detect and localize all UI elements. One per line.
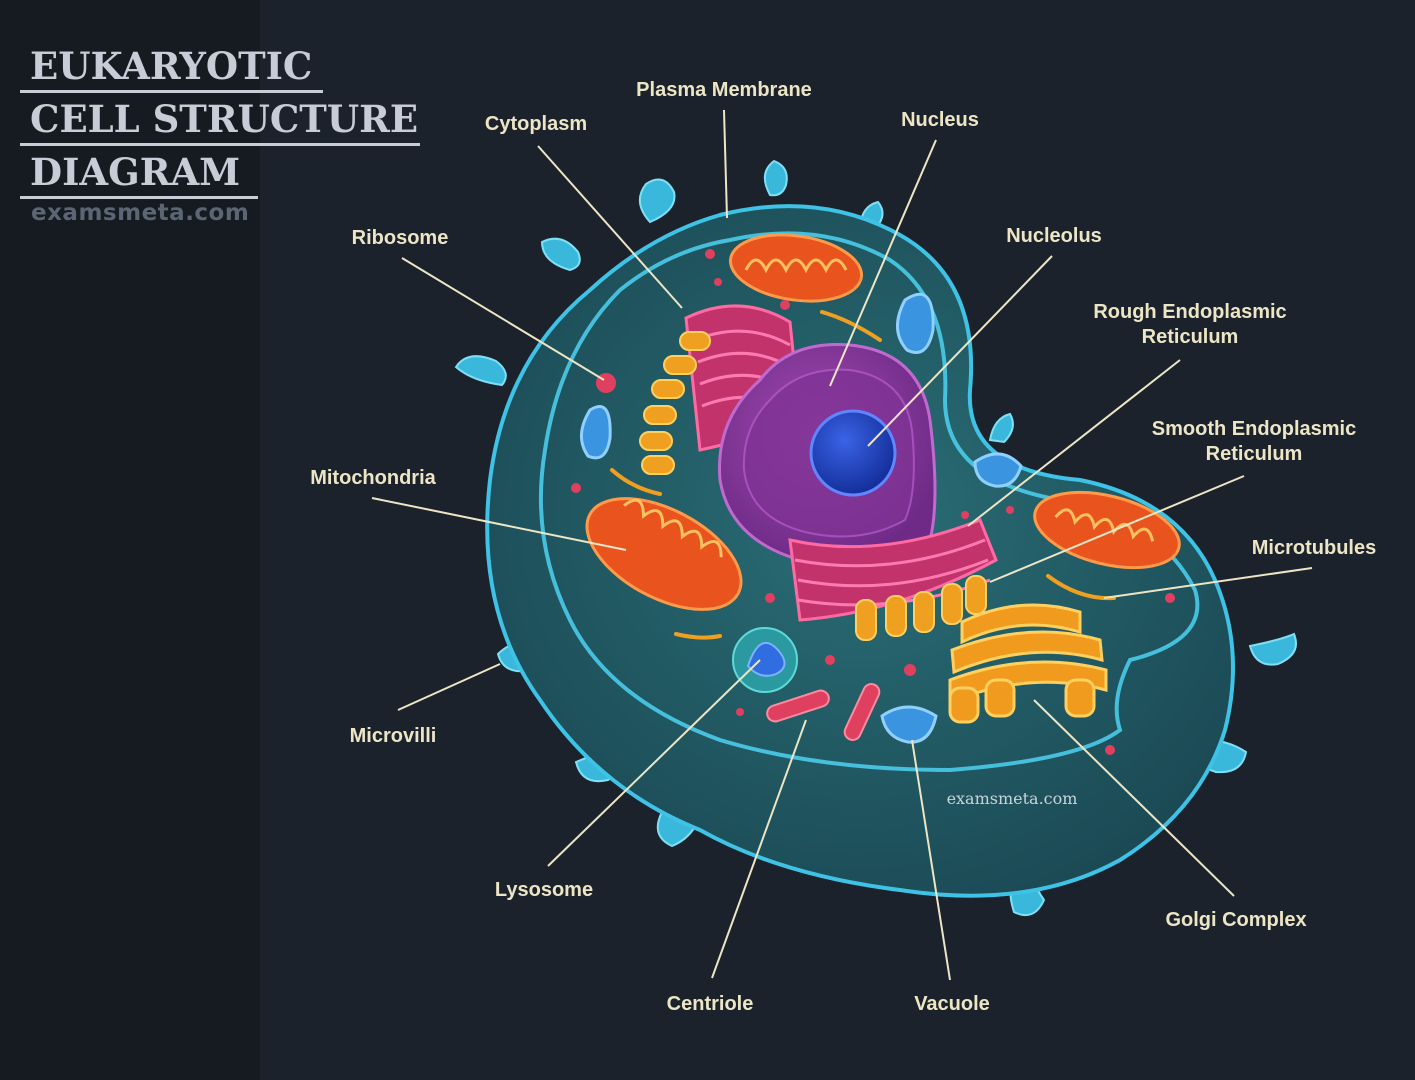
label-smooth-er-line2: Reticulum <box>1206 443 1303 465</box>
label-microvilli: Microvilli <box>350 725 437 747</box>
label-golgi: Golgi Complex <box>1165 909 1306 931</box>
label-plasma-membrane: Plasma Membrane <box>636 79 812 101</box>
leader-microvilli <box>398 664 500 710</box>
label-ribosome: Ribosome <box>352 227 449 249</box>
label-microtubules: Microtubules <box>1252 537 1376 559</box>
watermark: examsmeta.com <box>947 789 1078 808</box>
label-centriole: Centriole <box>667 993 754 1015</box>
label-smooth-er-line1: Smooth Endoplasmic <box>1152 418 1356 440</box>
label-cytoplasm: Cytoplasm <box>485 113 587 135</box>
nucleolus <box>811 411 895 495</box>
microvillus <box>640 180 675 223</box>
microvillus <box>542 239 580 270</box>
label-lysosome: Lysosome <box>495 879 593 901</box>
microvillus <box>765 161 787 195</box>
leader-plasma-membrane <box>724 110 727 218</box>
label-rough-er-line2: Reticulum <box>1142 326 1239 348</box>
lysosome <box>733 628 797 692</box>
microvillus <box>990 414 1013 442</box>
label-rough-er-line1: Rough Endoplasmic <box>1093 301 1286 323</box>
label-nucleolus: Nucleolus <box>1006 225 1102 247</box>
microvillus <box>1250 634 1296 665</box>
vacuole-top-right <box>897 294 933 352</box>
vacuole-right <box>975 454 1021 486</box>
microvillus <box>456 356 506 385</box>
label-vacuole: Vacuole <box>914 993 990 1015</box>
label-nucleus: Nucleus <box>901 109 979 131</box>
label-mitochondria: Mitochondria <box>310 467 436 489</box>
